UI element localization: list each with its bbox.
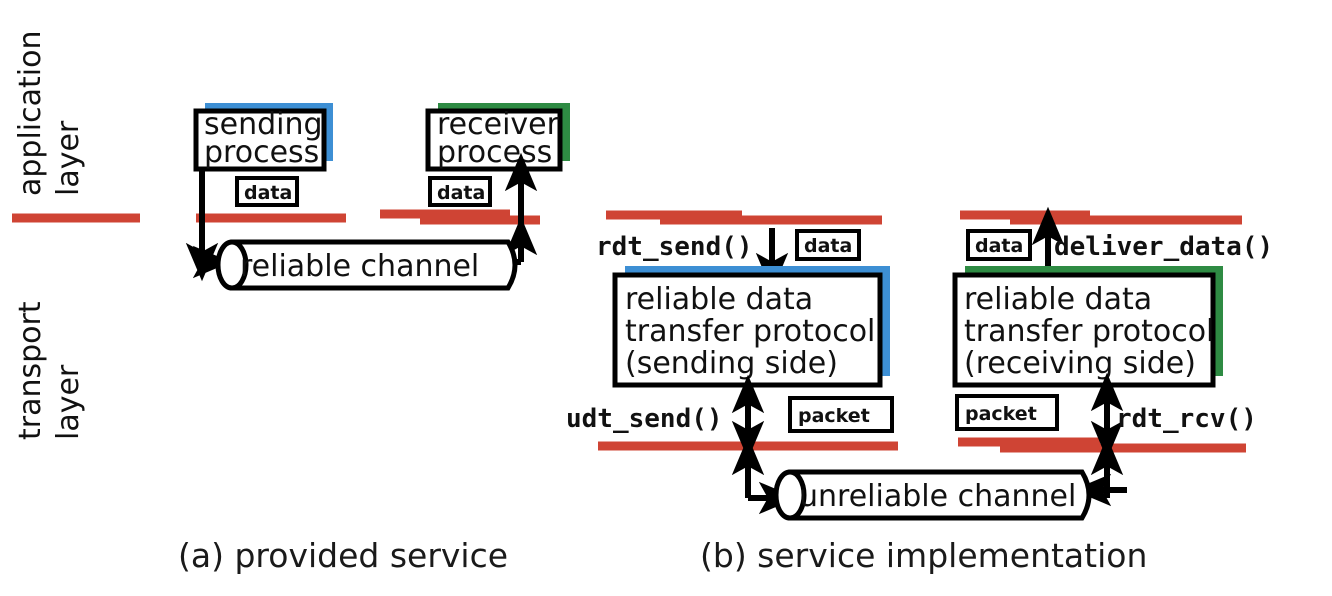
receiver-process-box (425, 108, 563, 172)
side-label-transport-sub: layer (51, 364, 86, 440)
deliver-data-api-label: deliver_data() (1054, 232, 1273, 262)
rdt-sender-line3: (sending side) (625, 346, 838, 381)
data-tag-label-a-receiver: data (437, 182, 485, 204)
data-tag-box-b-receiver (966, 229, 1032, 261)
sending-process-label-line2: process (204, 135, 319, 170)
packet-tag-label-b-receiver: packet (965, 403, 1037, 425)
side-label-application-layer: application layer (13, 31, 86, 196)
data-tag-box-a-sender (235, 176, 299, 207)
panel-b-caption: (b) service implementation (700, 536, 1147, 575)
reliable-channel-cylinder: reliable channel (215, 239, 518, 291)
rdt-receiver-line1: reliable data (964, 282, 1152, 317)
packet-tag-label-b-sender: packet (798, 405, 870, 427)
rdt-receiver-line2: transfer protocol (964, 314, 1214, 349)
unreliable-channel-cylinder: unreliable channel (773, 469, 1092, 521)
side-label-application: application (13, 31, 48, 196)
rdt-sender-line1: reliable data (625, 282, 813, 317)
side-label-transport-layer: transport layer (13, 301, 86, 440)
rdt-send-api-label: rdt_send() (596, 232, 753, 262)
data-tag-box-a-receiver (428, 176, 492, 207)
packet-tag-box-b-receiver (955, 394, 1059, 431)
sending-process-box (193, 108, 327, 172)
receiver-process-label-line2: process (437, 135, 552, 170)
data-tag-label-a-sender: data (244, 182, 292, 204)
data-tag-box-b-sender (795, 229, 861, 261)
unreliable-channel-label: unreliable channel (799, 479, 1076, 514)
rdt-rcv-api-label: rdt_rcv() (1116, 404, 1257, 434)
side-label-transport: transport (13, 301, 48, 440)
sending-process-label-line1: sending (204, 107, 323, 142)
data-tag-label-b-receiver: data (975, 235, 1023, 257)
side-label-application-sub: layer (51, 120, 86, 196)
reliable-channel-label: reliable channel (240, 249, 479, 284)
panel-a-caption: (a) provided service (178, 536, 508, 575)
packet-tag-box-b-sender (788, 396, 894, 433)
data-tag-label-b-sender: data (804, 235, 852, 257)
rdt-sender-box (612, 272, 883, 388)
udt-send-api-label: udt_send() (566, 404, 723, 434)
receiver-process-label-line1: receiver (437, 107, 560, 142)
rdt-sender-line2: transfer protocol (625, 314, 875, 349)
rdt-receiver-line3: (receiving side) (964, 346, 1196, 381)
rdt-receiver-box (952, 272, 1216, 388)
